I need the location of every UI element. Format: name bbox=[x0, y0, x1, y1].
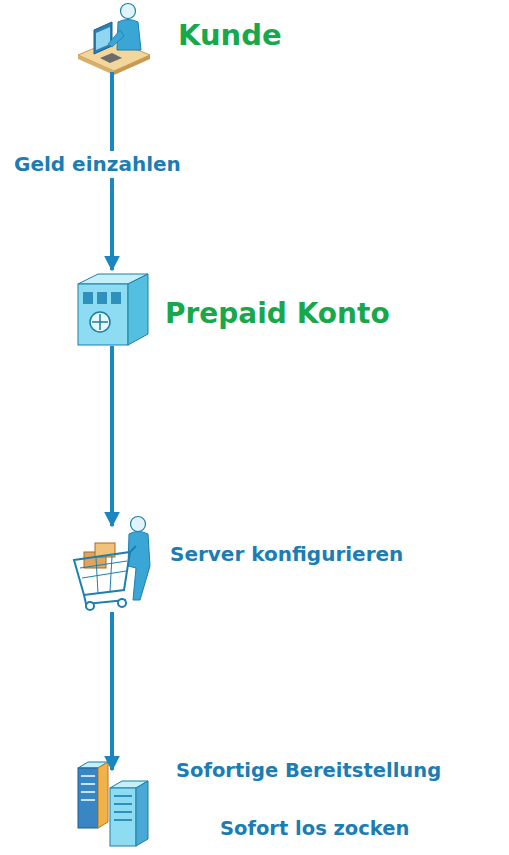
customer-icon bbox=[78, 4, 150, 76]
person-arm bbox=[108, 30, 124, 47]
server-icon bbox=[78, 762, 148, 846]
cart-basket bbox=[74, 552, 130, 595]
monitor-screen bbox=[96, 27, 110, 50]
icon-node: Kunde bbox=[70, 0, 310, 72]
edge-label: Geld einzahlen bbox=[12, 151, 183, 178]
node-label: Prepaid Konto bbox=[165, 298, 390, 330]
icon-node: Prepaid Konto bbox=[70, 270, 440, 346]
cart-wheel bbox=[86, 602, 94, 610]
server-side bbox=[136, 781, 148, 846]
server-slots bbox=[114, 796, 132, 820]
node-label: Server konfigurieren bbox=[170, 543, 403, 566]
server-front bbox=[110, 788, 136, 846]
flow-arrow bbox=[110, 346, 114, 526]
server-side bbox=[98, 762, 108, 828]
node-label: Sofort los zocken bbox=[220, 818, 409, 840]
building-side bbox=[128, 274, 148, 345]
icon-node: Server konfigurieren bbox=[70, 526, 470, 612]
cart-icon bbox=[74, 517, 150, 611]
person-body bbox=[128, 532, 150, 601]
window bbox=[111, 292, 121, 304]
bank-icon bbox=[78, 274, 148, 345]
server-front bbox=[78, 768, 98, 828]
safe-dial-spokes bbox=[92, 314, 108, 330]
building-front bbox=[78, 284, 128, 345]
keyboard bbox=[100, 53, 122, 63]
window bbox=[97, 292, 107, 304]
flow-arrow bbox=[110, 612, 114, 770]
cart-frame bbox=[84, 546, 136, 604]
window bbox=[83, 292, 93, 304]
safe-dial bbox=[90, 312, 110, 332]
person-head bbox=[131, 517, 146, 532]
cart-wheel bbox=[118, 599, 126, 607]
person-head bbox=[121, 4, 136, 19]
icon-node: Sofortige BereitstellungSofort los zocke… bbox=[70, 770, 509, 852]
cart-grid bbox=[80, 556, 127, 593]
node-label: Kunde bbox=[178, 19, 282, 52]
server-slots bbox=[81, 776, 95, 800]
node-label: Sofortige Bereitstellung bbox=[176, 760, 441, 782]
monitor bbox=[94, 22, 112, 54]
